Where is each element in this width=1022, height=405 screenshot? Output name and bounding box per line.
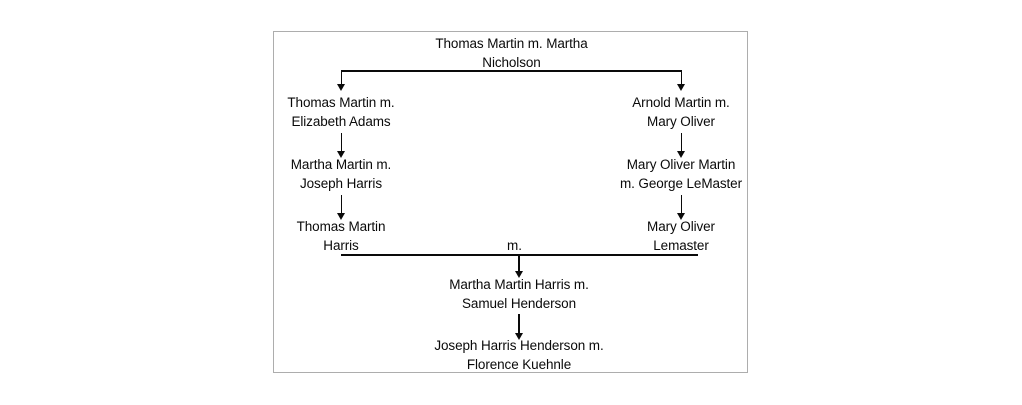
arrow-right-gen2-to-gen3 bbox=[677, 195, 687, 220]
node-child-gen1: Martha Martin Harris m. Samuel Henderson bbox=[399, 275, 639, 313]
node-child-gen2: Joseph Harris Henderson m. Florence Kueh… bbox=[389, 336, 649, 374]
arrow-stem bbox=[680, 70, 683, 84]
node-root-line1: Thomas Martin m. Martha bbox=[435, 36, 588, 51]
arrow-head bbox=[514, 333, 523, 340]
root-bracket-bar bbox=[341, 70, 682, 72]
node-child-gen1-line2: Samuel Henderson bbox=[462, 296, 576, 311]
node-right-gen2-line2: m. George LeMaster bbox=[619, 176, 742, 191]
arrow-stem bbox=[340, 133, 343, 151]
node-root-line2: Nicholson bbox=[482, 55, 541, 70]
node-left-gen3: Thomas Martin Harris bbox=[241, 217, 441, 255]
node-right-gen1-line1: Arnold Martin m. bbox=[632, 95, 730, 110]
arrow-stem bbox=[680, 195, 683, 213]
node-left-gen3-line2: Harris bbox=[323, 238, 359, 253]
arrow-head bbox=[337, 151, 345, 158]
arrow-union-to-child-gen1 bbox=[514, 254, 524, 278]
arrow-head bbox=[677, 213, 685, 220]
arrow-right-gen1-to-gen2 bbox=[677, 133, 687, 158]
union-marriage-label: m. bbox=[507, 238, 522, 253]
arrow-stem bbox=[340, 195, 343, 213]
node-right-gen3: Mary Oliver Lemaster bbox=[581, 217, 781, 255]
node-right-gen3-line1: Mary Oliver bbox=[647, 219, 715, 234]
arrow-stem bbox=[518, 254, 520, 271]
node-child-gen1-line1: Martha Martin Harris m. bbox=[449, 277, 589, 292]
node-right-gen3-line2: Lemaster bbox=[653, 238, 709, 253]
arrow-stem bbox=[680, 133, 683, 151]
arrow-head bbox=[337, 213, 345, 220]
node-right-gen1: Arnold Martin m. Mary Oliver bbox=[581, 93, 781, 131]
arrow-root-to-left bbox=[337, 70, 347, 91]
arrow-head bbox=[337, 84, 345, 91]
arrow-head bbox=[677, 84, 685, 91]
node-left-gen1-line2: Elizabeth Adams bbox=[291, 114, 391, 129]
node-left-gen2-line1: Martha Martin m. bbox=[290, 157, 392, 172]
arrow-head bbox=[514, 271, 523, 278]
node-child-gen2-line2: Florence Kuehnle bbox=[466, 357, 572, 372]
arrow-left-gen2-to-gen3 bbox=[337, 195, 347, 220]
node-left-gen2-line2: Joseph Harris bbox=[300, 176, 382, 191]
arrow-root-to-right bbox=[677, 70, 687, 91]
node-right-gen2-line1: Mary Oliver Martin bbox=[626, 157, 736, 172]
node-right-gen2: Mary Oliver Martin m. George LeMaster bbox=[576, 155, 786, 193]
node-left-gen2: Martha Martin m. Joseph Harris bbox=[241, 155, 441, 193]
arrow-head bbox=[677, 151, 685, 158]
node-left-gen1: Thomas Martin m. Elizabeth Adams bbox=[241, 93, 441, 131]
arrow-stem bbox=[340, 70, 343, 84]
node-child-gen2-line1: Joseph Harris Henderson m. bbox=[434, 338, 604, 353]
node-left-gen3-line1: Thomas Martin bbox=[296, 219, 386, 234]
node-right-gen1-line2: Mary Oliver bbox=[647, 114, 715, 129]
node-root-couple: Thomas Martin m. Martha Nicholson bbox=[334, 34, 689, 72]
arrow-stem bbox=[518, 314, 520, 333]
arrow-child-gen1-to-gen2 bbox=[514, 314, 524, 340]
node-left-gen1-line1: Thomas Martin m. bbox=[287, 95, 395, 110]
arrow-left-gen1-to-gen2 bbox=[337, 133, 347, 158]
diagram-frame: Thomas Martin m. Martha Nicholson Thomas… bbox=[273, 31, 748, 373]
